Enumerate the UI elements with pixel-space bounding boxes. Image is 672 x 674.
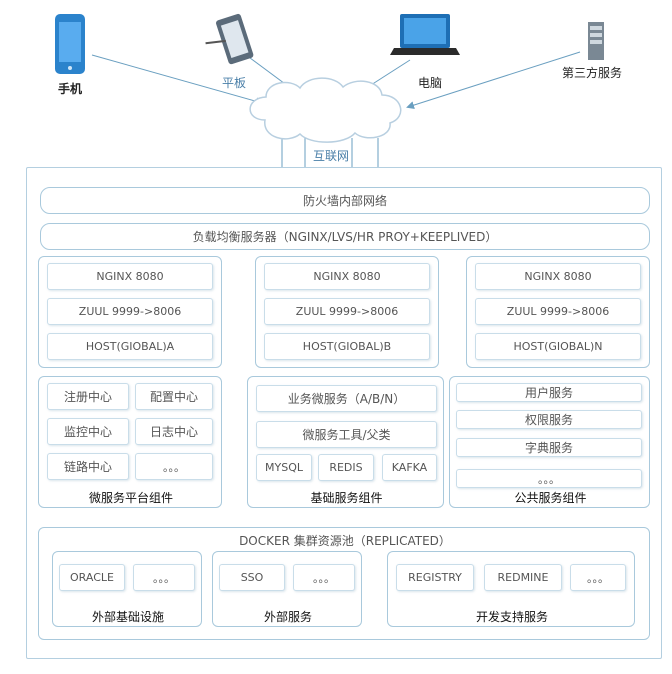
public-services-group: 用户服务 权限服务 字典服务 。。。 公共服务组件 [449, 376, 650, 508]
more-public-services: 。。。 [456, 469, 642, 488]
gateway-group-b: NGINX 8080 ZUUL 9999->8006 HOST(GIOBAL)B [255, 256, 439, 368]
config-center: 配置中心 [135, 383, 213, 410]
permission-service: 权限服务 [456, 410, 642, 429]
dev-support-group: REGISTRY REDMINE 。。。 开发支持服务 [387, 551, 635, 627]
host-n: HOST(GIOBAL)N [475, 333, 641, 360]
dev-support-title: 开发支持服务 [475, 610, 548, 624]
dictionary-service: 字典服务 [456, 438, 642, 457]
base-services-title: 基础服务组件 [310, 491, 383, 505]
external-infra-title: 外部基础设施 [91, 610, 164, 624]
microservice-tools: 微服务工具/父类 [256, 421, 437, 448]
firewall-label: 防火墙内部网络 [302, 194, 387, 208]
external-services-group: SSO 。。。 外部服务 [212, 551, 362, 627]
computer-label: 电脑 [417, 76, 442, 90]
third-party-link [406, 51, 581, 109]
phone-label: 手机 [57, 82, 82, 96]
user-service: 用户服务 [456, 383, 642, 402]
mysql-box: MYSQL [256, 454, 312, 481]
zuul-a: ZUUL 9999->8006 [47, 298, 213, 325]
host-a: HOST(GIOBAL)A [47, 333, 213, 360]
log-center: 日志中心 [135, 418, 213, 445]
internet-label: 互联网 [312, 149, 349, 163]
more-infra: 。。。 [133, 564, 195, 591]
server-icon [588, 22, 604, 60]
registry-box: REGISTRY [396, 564, 474, 591]
registry-center: 注册中心 [47, 383, 129, 410]
zuul-b: ZUUL 9999->8006 [264, 298, 430, 325]
docker-cluster-title: DOCKER 集群资源池（REPLICATED） [239, 534, 451, 548]
microservice-platform-group: 注册中心 配置中心 监控中心 日志中心 链路中心 。。。 微服务平台组件 [38, 376, 222, 508]
public-services-title: 公共服务组件 [514, 491, 587, 505]
host-b: HOST(GIOBAL)B [264, 333, 430, 360]
kafka-box: KAFKA [382, 454, 437, 481]
load-balancer-label: 负载均衡服务器（NGINX/LVS/HR PROY+KEEPLIVED） [192, 230, 498, 244]
firewall-bar: 防火墙内部网络 [40, 187, 650, 214]
gateway-group-n: NGINX 8080 ZUUL 9999->8006 HOST(GIOBAL)N [466, 256, 650, 368]
more-external-services: 。。。 [293, 564, 355, 591]
gateway-group-a: NGINX 8080 ZUUL 9999->8006 HOST(GIOBAL)A [38, 256, 222, 368]
more-dev-support: 。。。 [570, 564, 626, 591]
tablet-label: 平板 [221, 76, 246, 90]
sso-box: SSO [219, 564, 285, 591]
oracle-box: ORACLE [59, 564, 125, 591]
phone-icon [55, 14, 85, 74]
base-services-group: 业务微服务（A/B/N） 微服务工具/父类 MYSQL REDIS KAFKA … [247, 376, 444, 508]
docker-cluster-group: DOCKER 集群资源池（REPLICATED） ORACLE 。。。 外部基础… [38, 527, 650, 640]
phone-link [91, 54, 264, 106]
load-balancer-bar: 负载均衡服务器（NGINX/LVS/HR PROY+KEEPLIVED） [40, 223, 650, 250]
nginx-n: NGINX 8080 [475, 263, 641, 290]
cloud-icon [249, 77, 402, 143]
tablet-icon [205, 13, 254, 65]
business-microservice: 业务微服务（A/B/N） [256, 385, 437, 412]
third-party-label: 第三方服务 [561, 66, 622, 80]
zuul-n: ZUUL 9999->8006 [475, 298, 641, 325]
redis-box: REDIS [318, 454, 374, 481]
redmine-box: REDMINE [484, 564, 562, 591]
external-services-title: 外部服务 [263, 610, 312, 624]
monitor-center: 监控中心 [47, 418, 129, 445]
laptop-icon [390, 14, 460, 55]
trace-center: 链路中心 [47, 453, 129, 480]
nginx-a: NGINX 8080 [47, 263, 213, 290]
more-items: 。。。 [135, 453, 213, 480]
external-infra-group: ORACLE 。。。 外部基础设施 [52, 551, 202, 627]
microservice-platform-title: 微服务平台组件 [88, 491, 173, 505]
nginx-b: NGINX 8080 [264, 263, 430, 290]
